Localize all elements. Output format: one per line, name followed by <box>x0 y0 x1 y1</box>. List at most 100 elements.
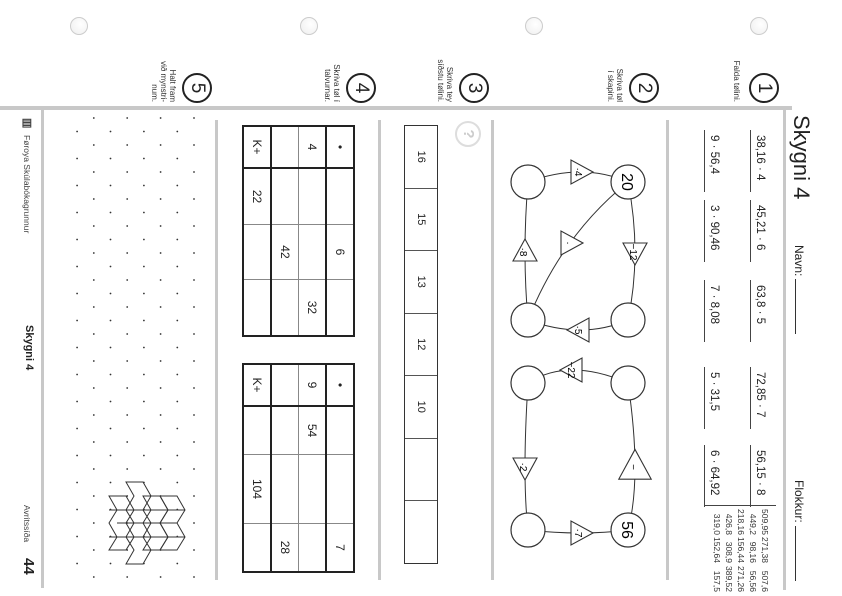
operator-triangle: −12 <box>622 242 648 267</box>
grid-dot <box>143 184 145 187</box>
grid-dot <box>76 184 78 187</box>
grid-dot <box>143 319 145 322</box>
grid-dot <box>159 387 162 389</box>
grid-dot <box>92 468 95 470</box>
number-circle[interactable] <box>610 164 646 200</box>
grid-dot <box>176 157 179 160</box>
grid-dot <box>193 333 195 335</box>
operator-label: · <box>562 241 573 244</box>
grid-dot <box>126 198 129 200</box>
number-circle[interactable] <box>510 365 546 401</box>
grid-dot <box>176 130 179 133</box>
grid-dot <box>76 130 78 133</box>
number-circle[interactable] <box>510 164 546 200</box>
grid-dot <box>109 211 112 214</box>
circle-value: 56 <box>618 521 635 539</box>
grid-dot <box>109 319 112 322</box>
grid-dot <box>109 184 112 187</box>
grid-dot <box>126 468 129 470</box>
grid-dot <box>176 319 179 322</box>
grid-dot <box>126 387 129 389</box>
number-circle[interactable] <box>510 302 546 338</box>
grid-dot <box>143 454 145 457</box>
grid-dot <box>92 306 95 308</box>
grid-dot <box>193 441 195 443</box>
grid-dot <box>126 576 129 578</box>
page-number: 44 <box>20 558 37 575</box>
number-circle[interactable] <box>610 302 646 338</box>
grid-dot <box>76 400 78 403</box>
grid-dot <box>109 157 112 160</box>
grid-dot <box>176 238 179 241</box>
grid-dot <box>76 481 78 484</box>
grid-dot <box>126 171 129 173</box>
grid-dot <box>126 306 129 308</box>
number-circle[interactable] <box>510 512 546 548</box>
operator-triangle: ·8 <box>512 237 538 262</box>
pattern-shape <box>109 509 185 538</box>
grid-dot <box>76 265 78 268</box>
grid-dot <box>143 427 145 430</box>
grid-dot <box>76 157 78 160</box>
grid-dot <box>126 117 129 119</box>
grid-dot <box>159 306 162 308</box>
grid-dot <box>76 211 78 214</box>
grid-dot <box>143 373 145 376</box>
grid-dot <box>159 144 162 146</box>
grid-dot <box>109 562 112 565</box>
grid-dot <box>92 117 95 119</box>
operator-triangle: −22 <box>558 357 583 383</box>
grid-dot <box>76 562 78 565</box>
footer-page-type: Avritssíða <box>22 505 32 543</box>
grid-dot <box>176 400 179 403</box>
operator-label: −12 <box>627 244 638 261</box>
publisher-logo-icon: ▥ <box>21 118 33 129</box>
grid-dot <box>176 454 179 457</box>
grid-dot <box>159 360 162 362</box>
grid-dot <box>92 576 95 578</box>
operator-label: ·8 <box>517 248 528 257</box>
grid-dot <box>143 400 145 403</box>
grid-dot <box>193 198 195 200</box>
grid-dot <box>176 265 179 268</box>
number-circle[interactable] <box>610 365 646 401</box>
grid-dot <box>193 495 195 497</box>
grid-dot <box>176 562 179 565</box>
operator-label: ·7 <box>572 529 583 538</box>
pattern-shape <box>142 495 169 551</box>
publisher-name: Føroya Skúlabókagrunnur <box>22 135 32 234</box>
grid-dot <box>176 184 179 187</box>
operator-triangle: ·5 <box>565 317 590 343</box>
grid-dot <box>143 157 145 160</box>
number-circle[interactable] <box>610 512 646 548</box>
operator-triangle: · <box>560 230 585 256</box>
pattern-shape <box>125 481 152 565</box>
grid-dot <box>193 144 195 146</box>
grid-dot <box>159 441 162 443</box>
grid-dot <box>193 171 195 173</box>
grid-dot <box>193 360 195 362</box>
grid-dot <box>92 279 95 281</box>
operator-label: ·4 <box>572 168 583 177</box>
grid-dot <box>193 117 195 119</box>
grid-dot <box>143 211 145 214</box>
operator-triangle: ·2 <box>512 457 538 482</box>
grid-dot <box>92 333 95 335</box>
grid-dot <box>109 265 112 268</box>
grid-dot <box>76 373 78 376</box>
operator-label: −22 <box>565 362 576 379</box>
grid-dot <box>126 441 129 443</box>
grid-dot <box>126 414 129 416</box>
operator-label: ·2 <box>517 463 528 472</box>
grid-dot <box>92 387 95 389</box>
grid-dot <box>159 279 162 281</box>
grid-dot <box>76 319 78 322</box>
grid-dot <box>126 360 129 362</box>
grid-dot <box>76 508 78 511</box>
grid-dot <box>159 117 162 119</box>
grid-dot <box>92 522 95 524</box>
grid-dot <box>126 279 129 281</box>
grid-dot <box>92 549 95 551</box>
